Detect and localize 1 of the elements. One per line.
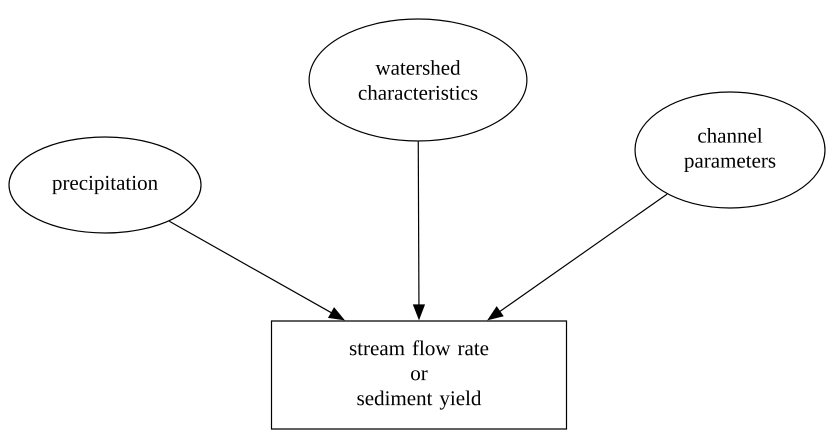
output-box: stream flow rate or sediment yield xyxy=(270,320,568,430)
